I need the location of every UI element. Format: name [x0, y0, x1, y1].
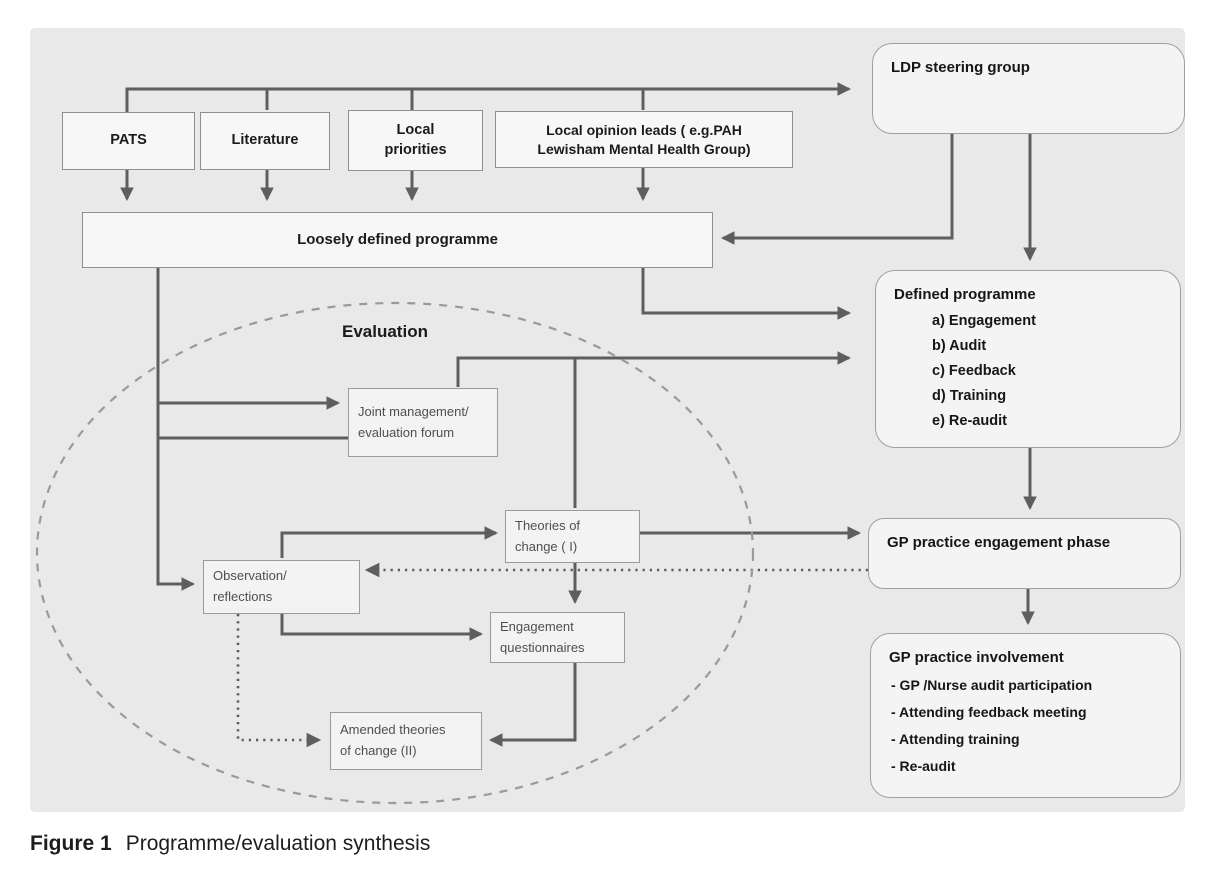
node-defined-programme: Defined programme a) Engagement b) Audit c…: [875, 270, 1181, 448]
list-item: b) Audit: [932, 338, 987, 354]
node-local-opinion-leads: Local opinion leads ( e.g.PAH Lewisham M…: [495, 111, 793, 168]
node-joint-management-forum: Joint management/ evaluation forum: [348, 388, 498, 457]
node-loosely-defined-programme: Loosely defined programme: [82, 212, 713, 268]
list-item: - Attending feedback meeting: [891, 704, 1087, 720]
node-literature: Literature: [200, 112, 330, 170]
list-item: d) Training: [932, 388, 1007, 404]
list-item: - Attending training: [891, 731, 1020, 747]
list-item: - Re-audit: [891, 758, 956, 774]
gp-engagement-label: GP practice engagement phase: [887, 534, 1111, 551]
figure-caption-text: Programme/evaluation synthesis: [125, 832, 431, 855]
node-engagement-questionnaires: Engagement questionnaires: [490, 612, 625, 663]
node-ldp-steering-group: LDP steering group: [872, 43, 1185, 134]
node-amended-theories: Amended theories of change (II): [330, 712, 482, 770]
list-item: - GP /Nurse audit participation: [891, 677, 1093, 693]
gp-involvement-title: GP practice involvement: [889, 649, 1064, 666]
figure-caption-number: Figure 1: [30, 832, 112, 855]
list-item: e) Re-audit: [932, 413, 1007, 429]
list-item: a) Engagement: [932, 313, 1036, 329]
figure-caption: Figure 1 Programme/evaluation synthesis: [30, 832, 430, 856]
node-theories-of-change: Theories of change ( I): [505, 510, 640, 563]
defined-programme-title: Defined programme: [894, 286, 1036, 303]
node-observation-reflections: Observation/ reflections: [203, 560, 360, 614]
list-item: c) Feedback: [932, 363, 1016, 379]
node-pats: PATS: [62, 112, 195, 170]
gp-involvement-items: - GP /Nurse audit participation - Attendi…: [871, 666, 1180, 780]
evaluation-label: Evaluation: [342, 322, 428, 341]
node-local-priorities: Local priorities: [348, 110, 483, 171]
defined-programme-items: a) Engagement b) Audit c) Feedback d) Train…: [876, 303, 1180, 434]
node-gp-practice-engagement: GP practice engagement phase: [868, 518, 1181, 589]
ldp-steering-label: LDP steering group: [891, 59, 1030, 76]
node-gp-practice-involvement: GP practice involvement - GP /Nurse audi…: [870, 633, 1181, 798]
